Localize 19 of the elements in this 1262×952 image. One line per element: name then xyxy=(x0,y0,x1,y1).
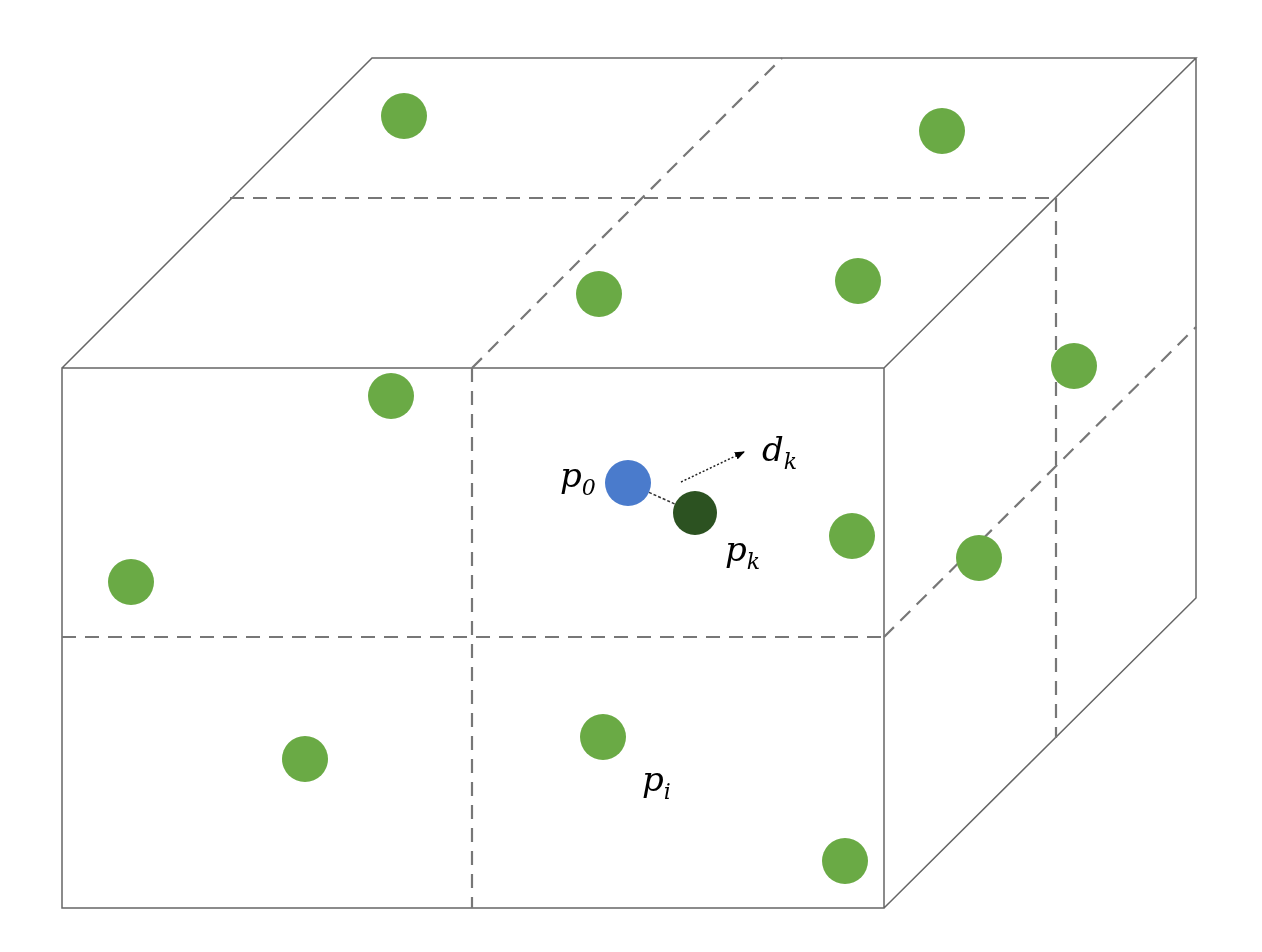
point-label: p$_{i}$ xyxy=(642,762,671,803)
point-marker xyxy=(282,736,328,782)
point-marker xyxy=(108,559,154,605)
point-marker xyxy=(956,535,1002,581)
vector-label: d$_{k}$ xyxy=(762,432,798,473)
connector-line xyxy=(648,491,676,505)
point-label: p$_{k}$ xyxy=(725,532,761,573)
point-label: p$_{0}$ xyxy=(560,458,596,499)
point-marker xyxy=(835,258,881,304)
point-marker xyxy=(580,714,626,760)
point-marker xyxy=(381,93,427,139)
point-marker xyxy=(368,373,414,419)
point-marker xyxy=(829,513,875,559)
point-marker xyxy=(1051,343,1097,389)
point-marker xyxy=(673,491,717,535)
point-marker xyxy=(822,838,868,884)
point-marker xyxy=(605,460,651,506)
point-marker xyxy=(576,271,622,317)
point-marker xyxy=(919,108,965,154)
